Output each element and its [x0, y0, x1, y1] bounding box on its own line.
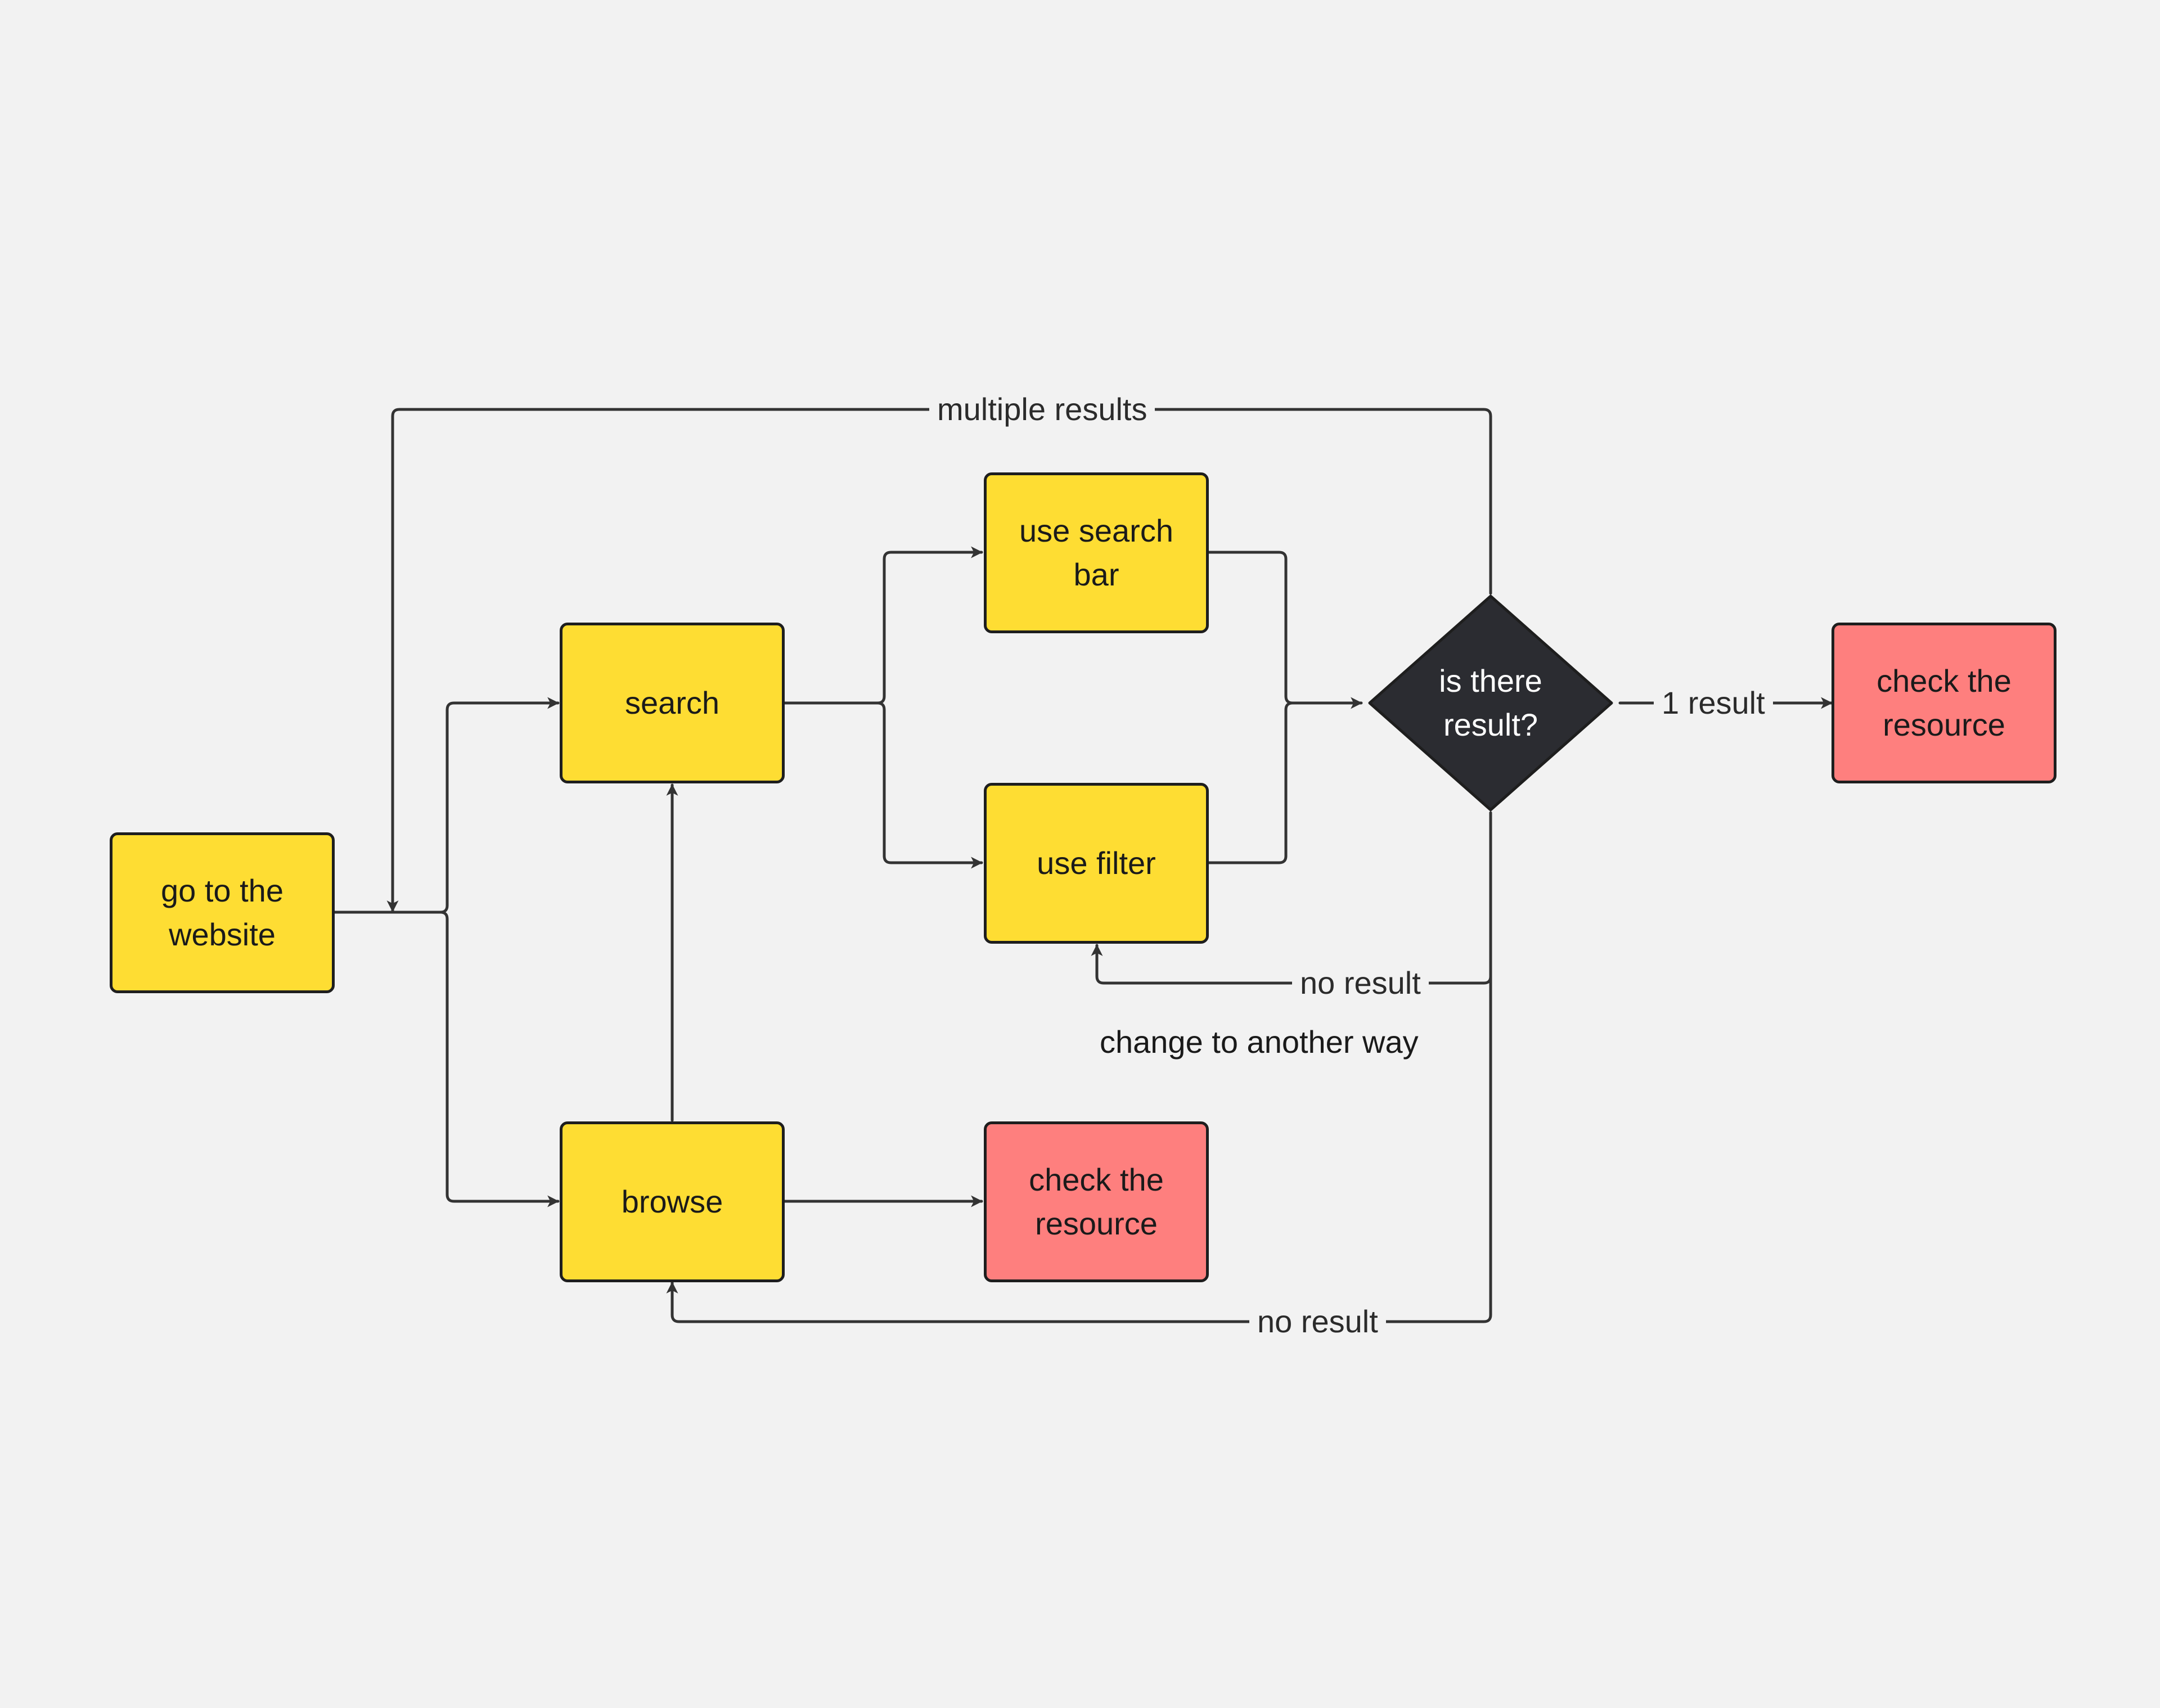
edge-label-one-result: 1 result [1654, 683, 1773, 723]
decision-label-box: is there result? [1367, 623, 1614, 783]
node-check-resource-right[interactable]: check the resource [1832, 623, 2056, 783]
node-search-label: search [624, 685, 720, 720]
edge-label-no-result-filter: no result [1292, 963, 1429, 1003]
node-go-to-website-label: go to the website [161, 873, 284, 952]
node-check-resource-right-label: check the resource [1876, 663, 2012, 742]
node-use-search-bar[interactable]: use search bar [984, 472, 1209, 633]
node-browse[interactable]: browse [560, 1121, 785, 1282]
node-go-to-website[interactable]: go to the website [110, 832, 335, 993]
node-use-search-bar-label: use search bar [1019, 513, 1173, 592]
node-check-resource-bottom-label: check the resource [1029, 1162, 1164, 1241]
node-check-resource-bottom[interactable]: check the resource [984, 1121, 1209, 1282]
node-use-filter-label: use filter [1037, 845, 1156, 881]
connector-filter-to-decision [1207, 701, 1294, 864]
connector-multiple-results [386, 408, 1492, 913]
annotation-change-way: change to another way [1100, 1024, 1419, 1060]
edge-label-no-result-browse: no result [1249, 1302, 1386, 1341]
node-search[interactable]: search [560, 623, 785, 783]
connector-website-to-search [333, 697, 560, 914]
connector-no-result-browse [666, 975, 1492, 1323]
node-browse-label: browse [621, 1184, 723, 1219]
connector-search-to-search-bar [783, 546, 983, 705]
connector-search-to-filter [876, 701, 983, 869]
decision-label: is there result? [1439, 663, 1542, 742]
connector-search-bar-to-decision [1207, 551, 1363, 709]
connector-website-to-browse [439, 911, 560, 1207]
decision-diamond[interactable] [1368, 594, 1613, 812]
edge-label-multiple-results: multiple results [929, 390, 1155, 429]
node-use-filter[interactable]: use filter [984, 783, 1209, 944]
